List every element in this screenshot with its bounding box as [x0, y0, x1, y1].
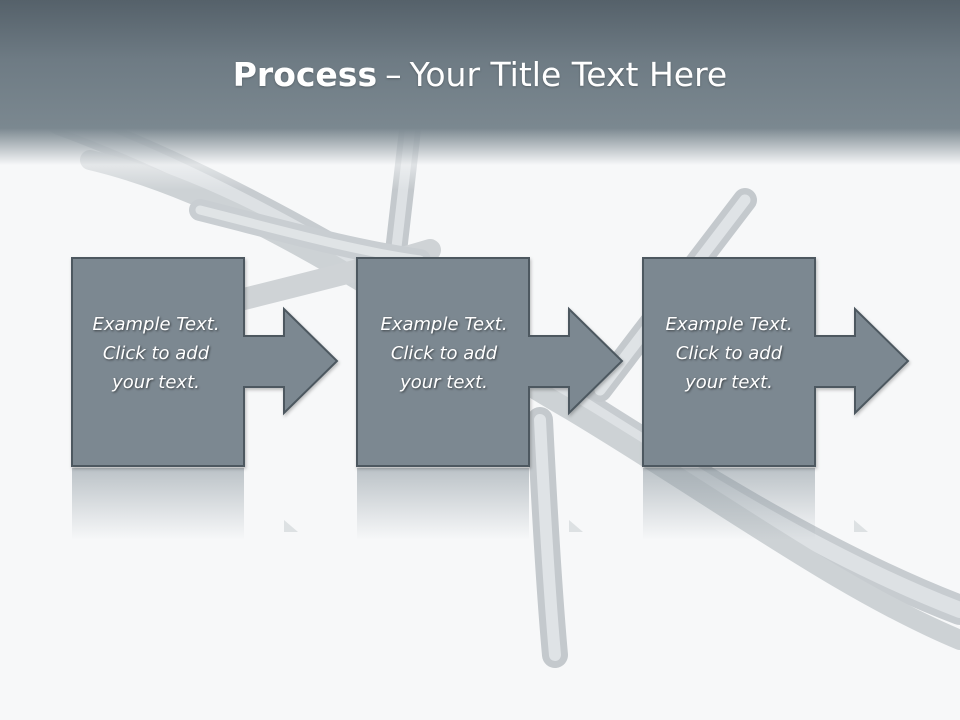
step-1-line-3: your text. — [112, 372, 200, 393]
step-2-line-1: Example Text. — [380, 314, 508, 335]
process-step-2[interactable] — [356, 257, 624, 467]
slide-title[interactable]: Process–Your Title Text Here — [0, 52, 960, 98]
title-rest: Your Title Text Here — [409, 55, 728, 94]
step-1-line-1: Example Text. — [92, 314, 220, 335]
step-3-line-2: Click to add — [675, 343, 783, 364]
step-1-text[interactable]: Example Text. Click to add your text. — [70, 310, 242, 397]
step-2-line-3: your text. — [400, 372, 488, 393]
step-3-line-1: Example Text. — [665, 314, 793, 335]
step-3-text[interactable]: Example Text. Click to add your text. — [643, 310, 815, 397]
step-2-text[interactable]: Example Text. Click to add your text. — [358, 310, 530, 397]
step-2-line-2: Click to add — [390, 343, 498, 364]
process-step-1[interactable] — [71, 257, 339, 467]
title-bold-word: Process — [232, 55, 378, 94]
step-1-line-2: Click to add — [102, 343, 210, 364]
process-step-3[interactable] — [642, 257, 910, 467]
title-bar — [0, 0, 960, 190]
reflections — [72, 468, 868, 540]
title-dash: – — [385, 55, 402, 94]
step-3-line-3: your text. — [685, 372, 773, 393]
